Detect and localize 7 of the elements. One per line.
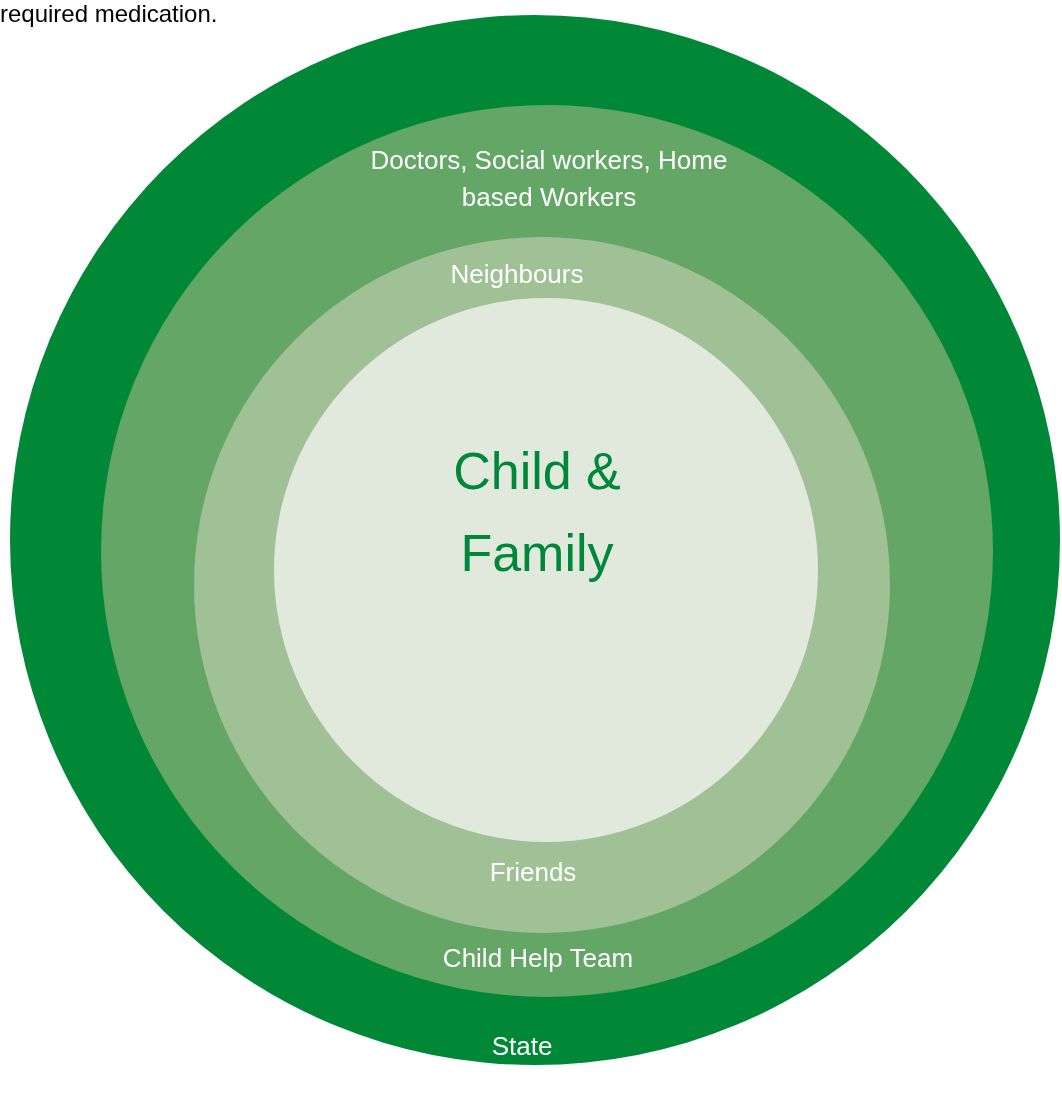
text-fragment: required medication.	[0, 0, 218, 28]
circle-label: Neighbours	[449, 258, 585, 291]
circle-label: Child Help Team	[441, 942, 635, 975]
circle-label: Friends	[488, 856, 578, 889]
circle-label: Child & Family	[452, 441, 622, 584]
circle-label: State	[490, 1030, 554, 1063]
circle-label: Doctors, Social workers, Home based Workers	[369, 144, 729, 214]
